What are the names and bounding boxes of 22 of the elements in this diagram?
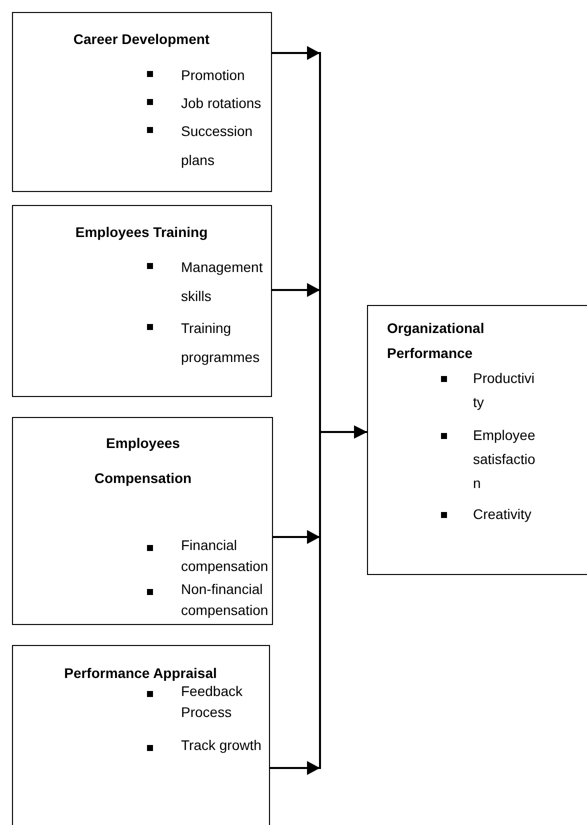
bullet-item: Track growth [147,735,275,756]
factor-box [12,417,273,625]
bullet-item: Productivity [441,366,536,414]
bullet-item: Succession plans [147,117,275,175]
box-heading: Performance Appraisal [63,664,218,683]
bullet-item: Job rotations [147,89,275,118]
bullet-item: Feedback Process [147,681,275,723]
bullet-item: Employee satisfaction [441,423,536,495]
bullet-item: Training programmes [147,314,275,372]
bullet-item: Financial compensation [147,535,275,577]
box-heading: Organizational Performance [387,319,486,363]
factor-box [12,205,272,397]
factor-box [12,645,270,825]
box-heading: Employees Compensation [93,434,193,488]
outcome-box [367,305,587,575]
bullet-item: Non-financial compensation [147,579,275,621]
bullet-item: Creativity [441,502,536,526]
factor-box [12,12,272,192]
bullet-item: Management skills [147,253,275,311]
box-heading: Career Development [72,30,211,49]
box-heading: Employees Training [74,223,209,242]
bullet-item: Promotion [147,61,275,90]
